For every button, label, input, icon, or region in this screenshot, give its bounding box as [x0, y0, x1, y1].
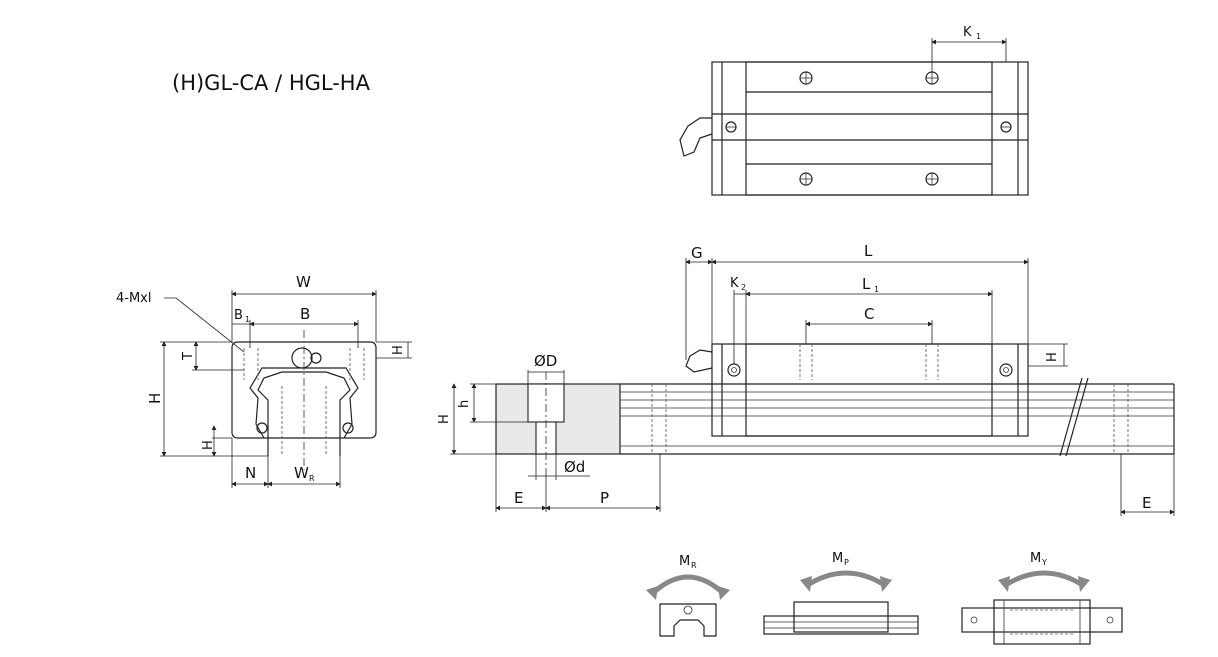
top-view-body [745, 61, 993, 196]
label-my: M [1030, 551, 1041, 566]
mp-rotation-arrow-icon [804, 570, 888, 589]
front-section-view: W B B 1 4-Mxl H T H H N [116, 273, 412, 488]
mp-block-icon [793, 601, 889, 633]
label-l: L [864, 242, 873, 260]
svg-text:1: 1 [874, 285, 879, 294]
bolt-icon [291, 347, 313, 369]
svg-text:R: R [309, 474, 315, 483]
side-grease-nipple-icon [685, 349, 713, 373]
my-block-icon [993, 599, 1091, 645]
label-g: G [691, 244, 703, 262]
label-l1: L [862, 275, 871, 293]
label-n: N [245, 464, 256, 482]
label-mp: M [832, 551, 843, 566]
svg-text:R: R [691, 561, 697, 570]
label-p: P [600, 489, 609, 507]
mr-block-icon [659, 603, 717, 637]
svg-text:1: 1 [976, 32, 981, 41]
block-cross-section [231, 341, 377, 439]
svg-text:Y: Y [1041, 558, 1047, 567]
label-c: C [864, 305, 874, 323]
label-h: H [146, 393, 164, 404]
moment-mp: M P [763, 551, 919, 635]
svg-text:2: 2 [741, 283, 746, 292]
label-e-left: E [514, 489, 523, 507]
label-hr: H [437, 414, 452, 424]
side-view: G L L 1 K 2 C H ØD Ød [437, 242, 1175, 516]
mp-rail-icon [763, 615, 919, 635]
moment-my: M Y [961, 551, 1123, 645]
label-phi-small-d: Ød [564, 458, 585, 476]
svg-text:P: P [844, 558, 849, 567]
label-k2: K [730, 276, 739, 291]
rail-cross-section [257, 371, 351, 456]
label-k1: K [963, 25, 972, 40]
label-w: W [296, 273, 311, 291]
drawing-title: (H)GL-CA / HGL-HA [172, 71, 371, 95]
label-wr: W [294, 464, 309, 482]
my-rotation-arrow-icon [1002, 570, 1086, 589]
label-e-right: E [1142, 494, 1151, 512]
label-phi-big-d: ØD [534, 352, 557, 370]
label-h2: H [391, 345, 406, 355]
label-h1: H [201, 440, 216, 450]
mr-rotation-arrow-icon [650, 574, 726, 596]
top-view-block-outline [711, 61, 1029, 196]
label-h-small: h [457, 400, 472, 408]
label-t: T [181, 352, 196, 361]
my-rail-icon [961, 607, 1123, 633]
label-4-mxl: 4-Mxl [116, 291, 151, 306]
top-view: K 1 [679, 25, 1029, 196]
side-block-outline [711, 343, 1029, 437]
label-b1: B [234, 308, 243, 323]
grease-nipple-icon [679, 117, 713, 157]
moment-mr: M R [646, 554, 730, 637]
label-b: B [300, 305, 310, 323]
label-h3: H [1045, 352, 1060, 362]
svg-text:1: 1 [245, 315, 250, 324]
label-mr: M [679, 554, 690, 569]
side-block-body [745, 343, 993, 437]
